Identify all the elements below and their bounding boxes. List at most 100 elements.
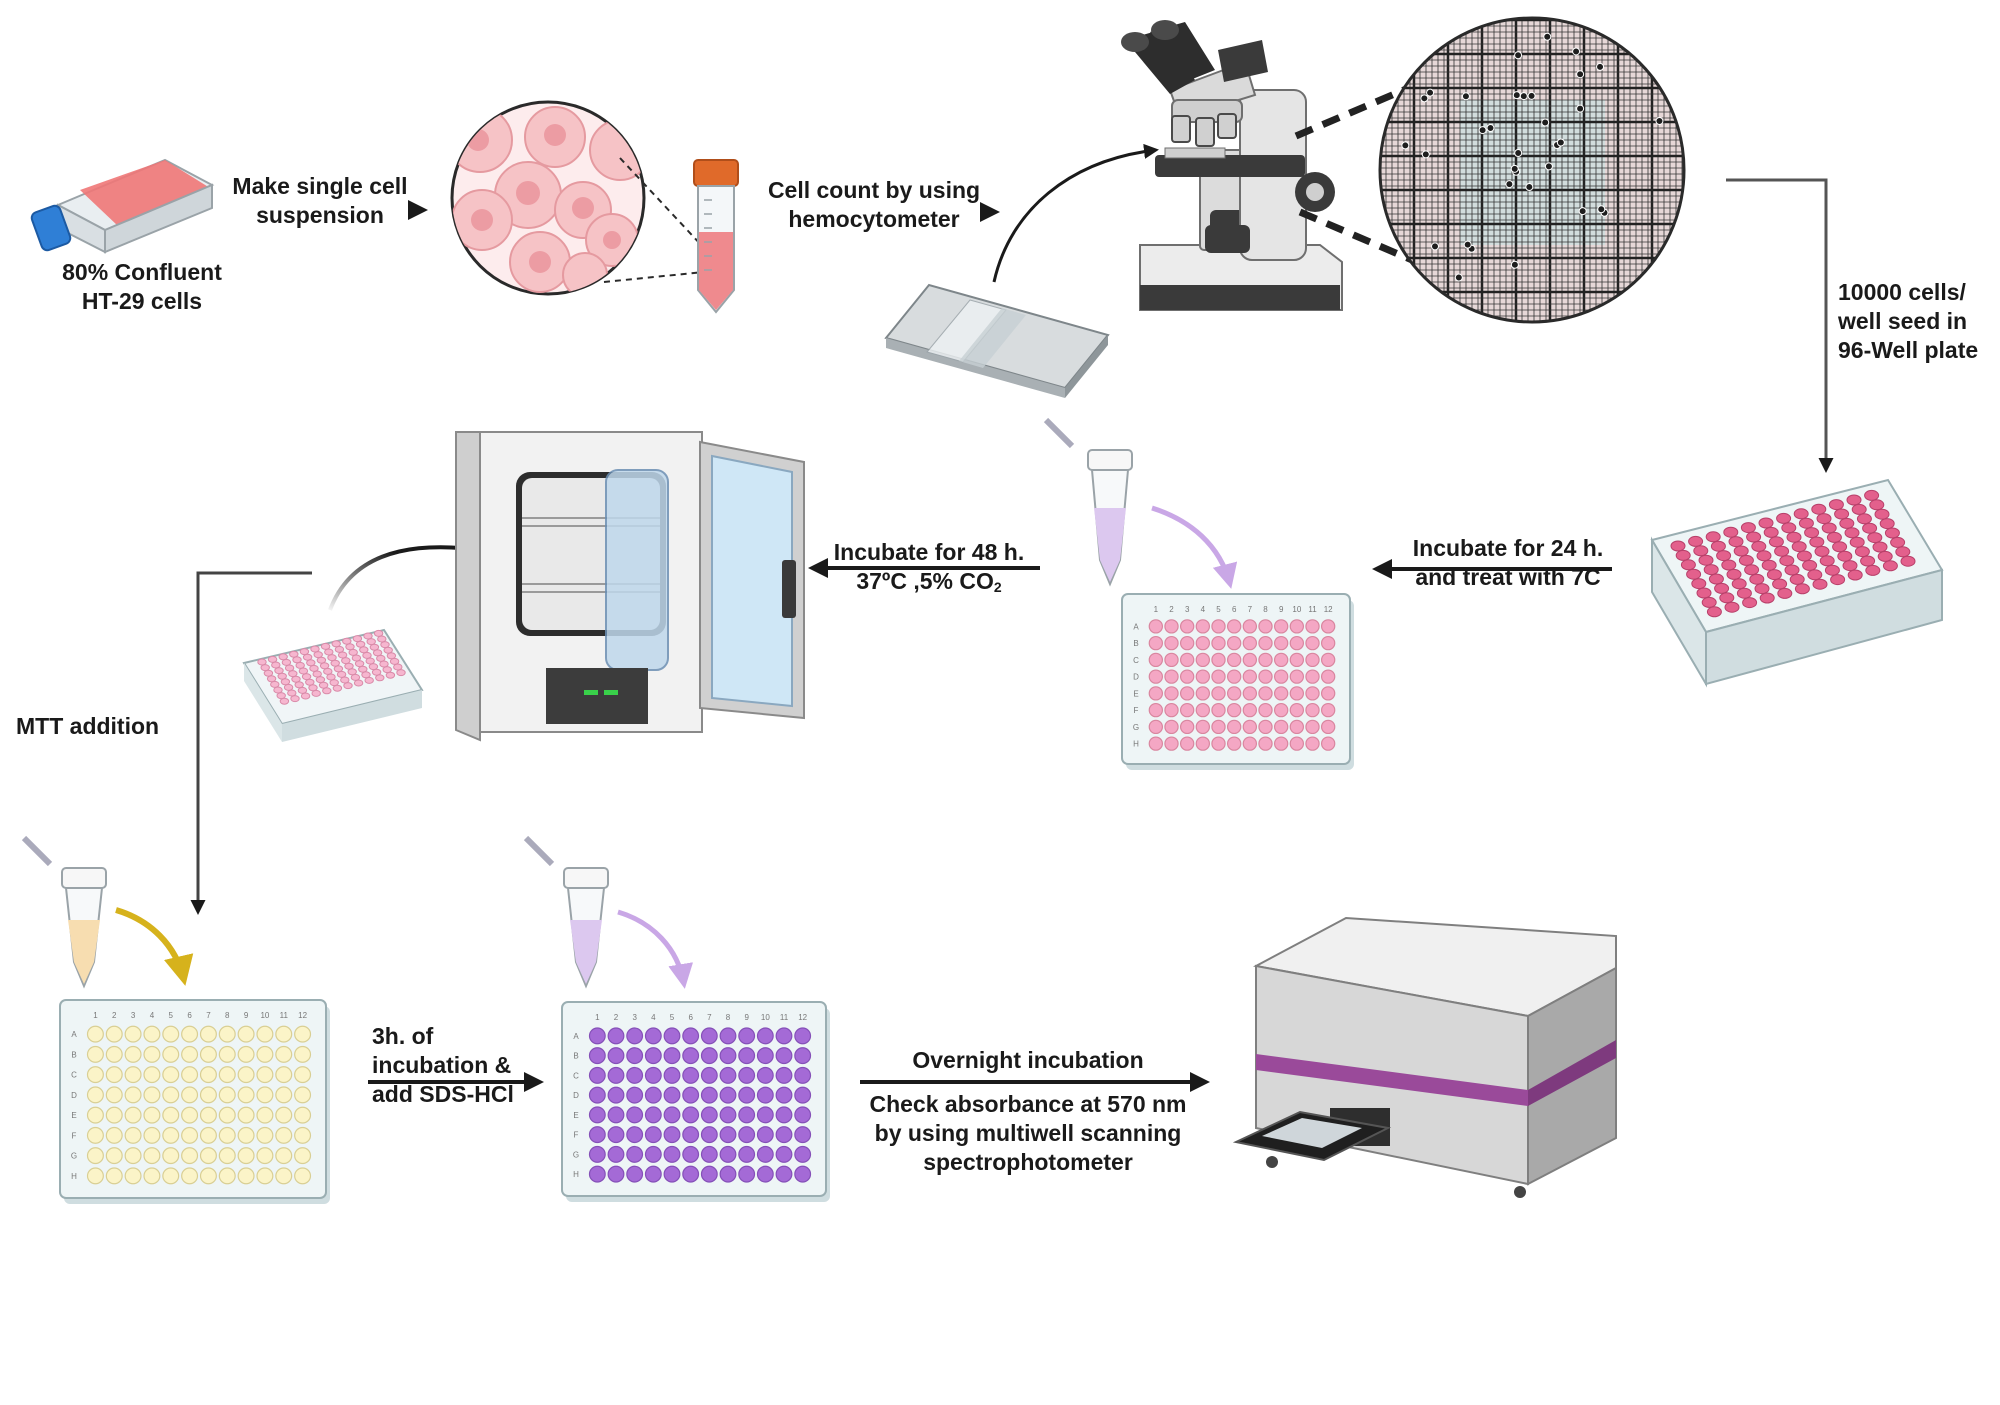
counted-cell-dot [1655,116,1664,125]
plate-well [143,1167,161,1185]
plate-row-label: D [573,1091,579,1100]
plate-well [794,1047,812,1065]
plate-well [294,1126,312,1144]
plate-row-label: C [71,1071,77,1080]
plate-well [1211,719,1226,735]
plate-well [1242,619,1258,634]
plate-well [300,692,311,700]
plate-well [365,657,375,665]
plate-row-label: F [72,1131,77,1140]
plate-well [1273,719,1289,735]
plate-well [310,645,320,653]
plate-well [199,1045,217,1063]
plate-well [626,1126,644,1144]
plate-well [311,689,321,697]
plate-well [283,683,294,691]
plate-well [274,667,284,675]
plate-well [607,1145,625,1163]
plate-well [199,1147,217,1165]
plate-well [1320,652,1336,668]
counted-cell-dot [1512,91,1521,100]
plate-well [105,1167,123,1185]
plate-well [218,1025,236,1043]
plate-well [1774,545,1790,557]
plate-well [1226,686,1242,701]
plate-well [644,1145,662,1163]
plate-well [181,1025,199,1043]
plate-column-label: 3 [1185,605,1190,614]
plate-well [1804,527,1820,539]
plate-well [299,648,310,656]
plate-well [218,1126,236,1144]
plate-well [181,1147,199,1165]
plate-well [1756,550,1772,562]
plate-well [719,1027,737,1045]
plate-well [358,665,368,673]
plate-well [291,675,301,683]
plate-well [607,1165,625,1183]
plate-well [292,656,302,664]
flask-label-line-2: HT-29 cells [81,288,203,314]
counted-cell-dot [1463,240,1472,249]
plate-well [1320,686,1336,701]
sds-line-3: add SDS-HCl [372,1081,514,1107]
plate-well [644,1047,662,1065]
plate-well [1211,619,1226,634]
plate-column-label: 7 [206,1011,211,1020]
plate-column-label: 12 [1324,605,1333,614]
counted-cell-dot [1556,138,1565,147]
plate-well [256,1066,274,1084]
plate-well [1807,569,1823,581]
plate-well [700,1047,718,1065]
plate-well [256,1147,274,1165]
plate-to-incubator-icon [242,628,424,742]
plate-column-label: 5 [169,1011,174,1020]
plate-well [1842,560,1858,572]
plate-well [294,1045,312,1063]
plate-row-label: H [71,1172,77,1181]
plate-well [1675,549,1691,561]
counted-cell-dot [1420,94,1429,103]
plate-well [1179,719,1195,735]
plate-well [312,670,322,678]
plate-well [143,1106,161,1124]
plate-well [1724,601,1740,613]
counted-cell-dot [1596,62,1605,71]
plate-column-label: 11 [280,1011,289,1020]
plate-column-label: 1 [93,1011,98,1020]
plate-well [288,670,298,678]
incubate-48-line-2: 37ºC ,5% CO2 [816,567,1042,602]
plate-well [700,1106,718,1124]
seed-label: 10000 cells/ well seed in 96-Well plate [1838,278,1978,365]
plate-well [626,1027,644,1045]
plate-column-label: 7 [707,1013,712,1022]
plate-well [124,1126,142,1144]
plate-well [354,660,365,668]
plate-well [1164,702,1179,718]
plate-row-label: C [1133,656,1139,665]
plate-well [1696,587,1712,599]
counted-cell-dot [1576,104,1585,113]
plate-well [1320,702,1336,718]
plate-well [266,675,277,683]
cell-suspension-magnifier [450,100,705,296]
plate-well [1273,635,1289,651]
plate-well [383,646,393,654]
plate-well [775,1145,793,1163]
plate-well [162,1126,180,1144]
plate-row-label: G [71,1152,77,1161]
plate-well [237,1106,255,1124]
plate-well [1148,686,1164,701]
plate-well [1211,669,1226,684]
plate-well [1772,578,1788,590]
plate-well [1721,559,1737,571]
plate-well [626,1066,644,1084]
counted-cell-dot [1401,141,1410,150]
plate-well [719,1066,737,1084]
plate-well [1832,541,1848,553]
plate-well [1226,652,1242,668]
plate-well [1759,592,1775,604]
plate-well [1179,619,1195,634]
spectrophotometer-icon [1232,916,1617,1198]
